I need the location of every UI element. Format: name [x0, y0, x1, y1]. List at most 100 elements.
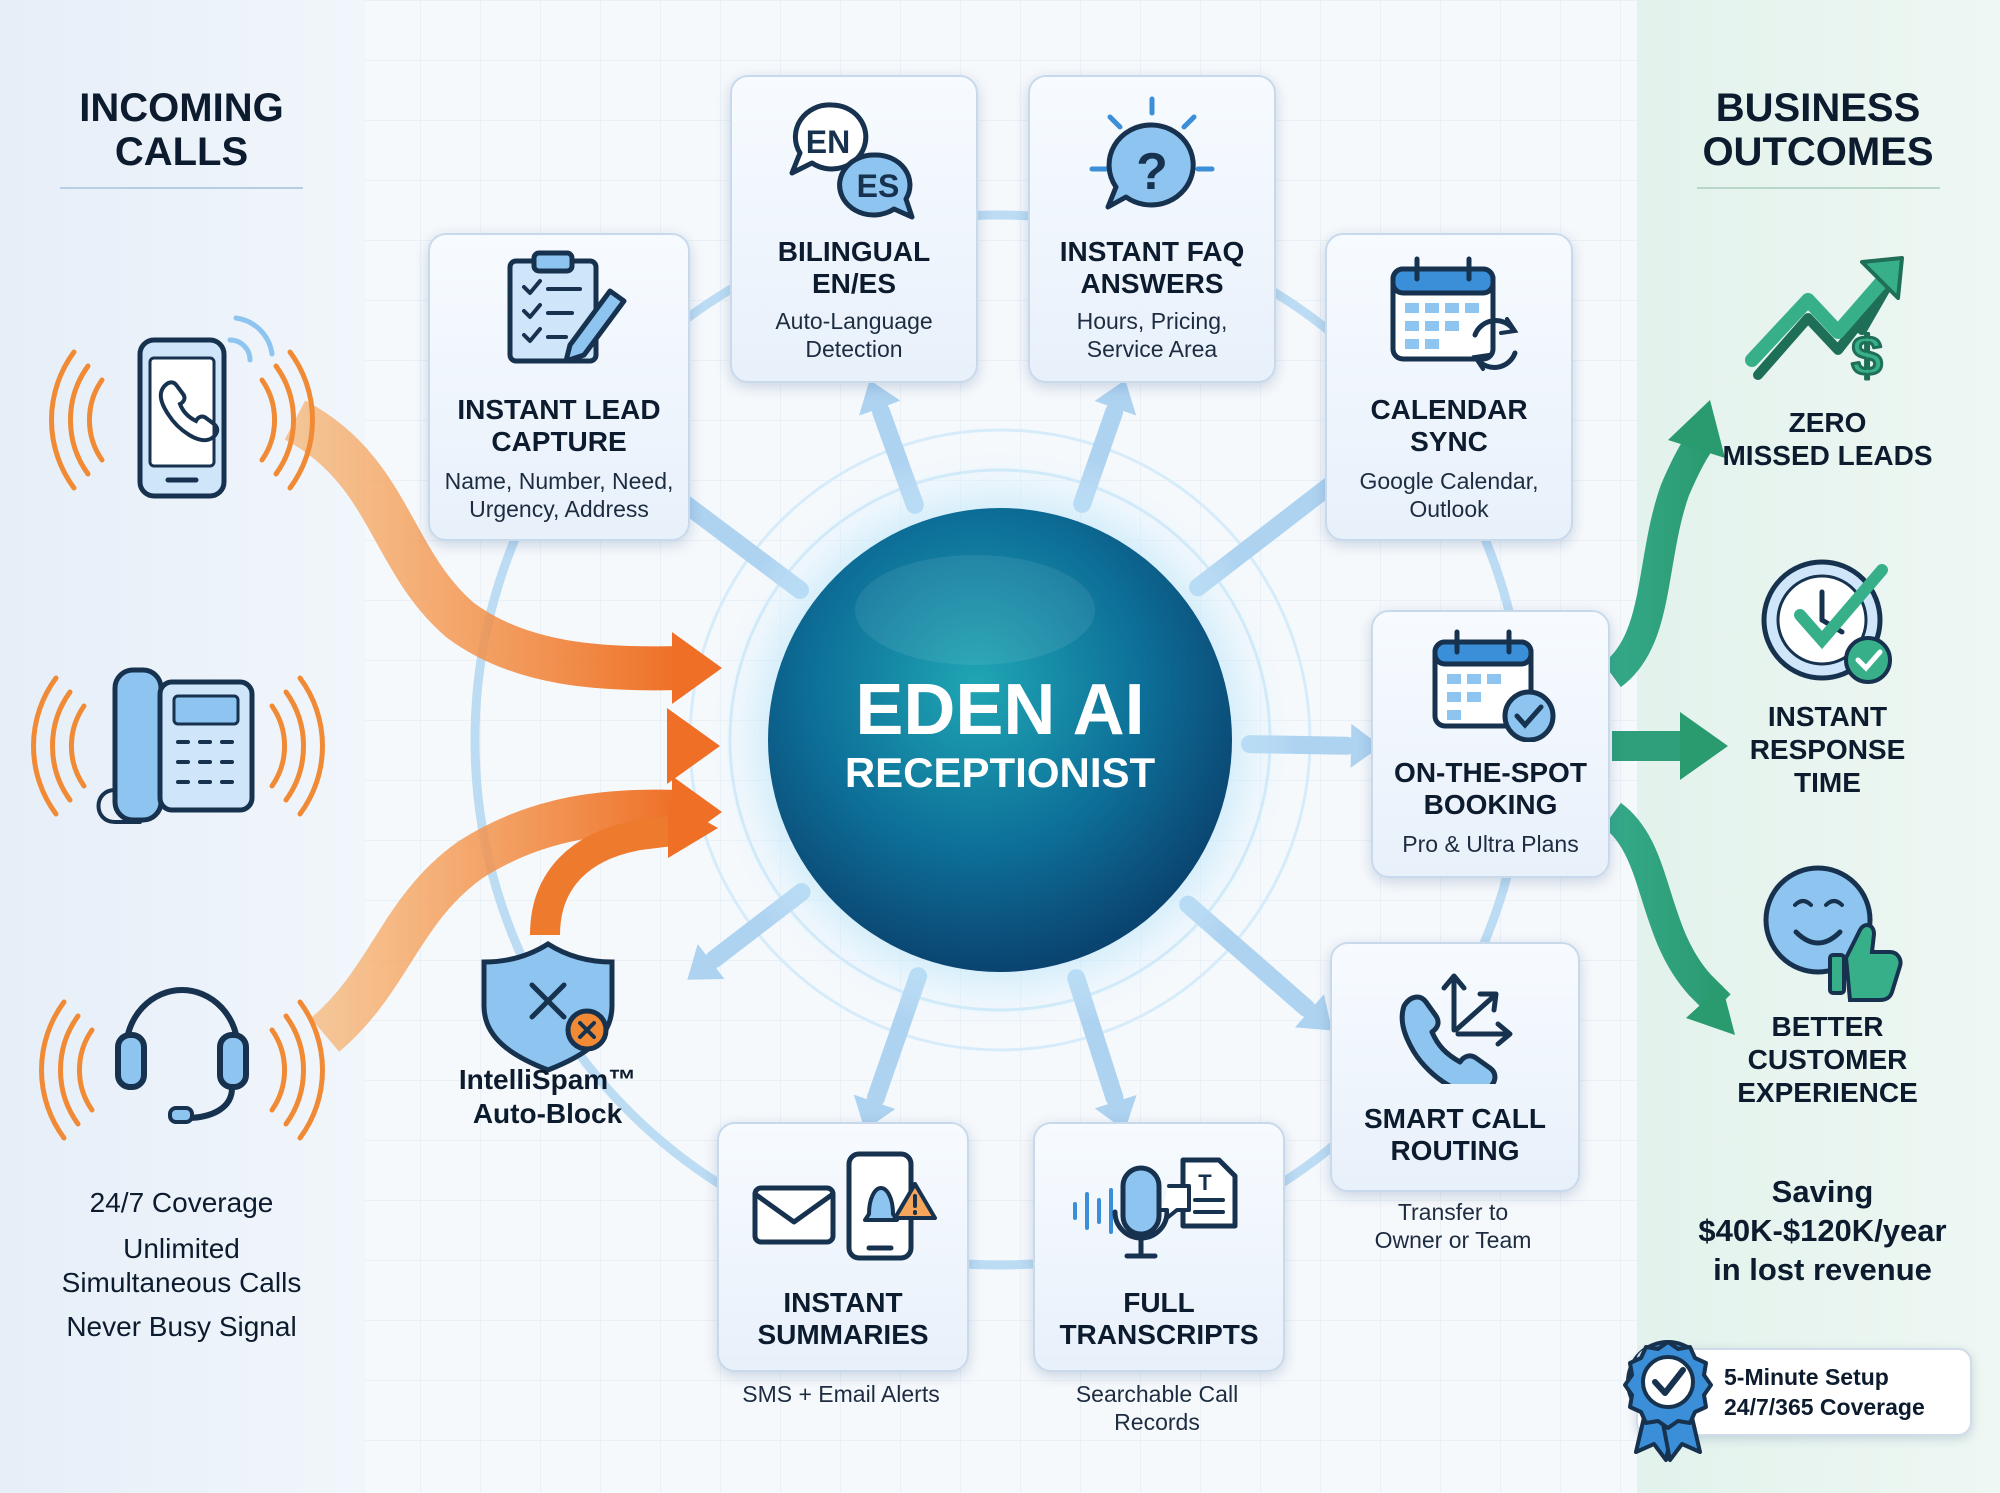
outcome-arrows	[1602, 400, 1735, 1035]
feature-title: SUMMARIES	[757, 1319, 929, 1350]
feature-subtitle: Records	[1114, 1409, 1200, 1435]
spoke-arrowhead	[859, 379, 901, 416]
feature-card-transcripts: T FULL TRANSCRIPTS	[1033, 1122, 1285, 1372]
feature-card-booking: ON-THE-SPOT BOOKING Pro & Ultra Plans	[1371, 610, 1610, 878]
spam-title-line1: IntelliSpam™	[458, 1064, 637, 1095]
outcome-zero-missed-leads: ZERO MISSED LEADS	[1690, 406, 1965, 472]
spam-label: IntelliSpam™ Auto-Block	[430, 1063, 665, 1131]
feature-title: INSTANT	[783, 1287, 903, 1318]
feature-subtitle: Searchable Call	[1075, 1381, 1239, 1407]
feature-subtitle: Service Area	[1086, 336, 1218, 362]
summaries-subtitle: SMS + Email Alerts	[717, 1380, 965, 1408]
outcome-line: TIME	[1794, 767, 1861, 798]
headset-icon	[39, 987, 325, 1141]
coverage-line: Unlimited	[123, 1233, 240, 1264]
trend-dollar-icon: $	[1745, 256, 1904, 389]
feature-title: SMART CALL	[1364, 1103, 1546, 1134]
incoming-title: INCOMING CALLS	[60, 86, 303, 174]
badge-line1: 5-Minute Setup	[1724, 1364, 1889, 1390]
hub-label: EDEN AI RECEPTIONIST	[770, 672, 1230, 812]
outcome-line: INSTANT	[1767, 701, 1888, 732]
incoming-title-line2: CALLS	[114, 130, 249, 174]
feature-title: EN/ES	[811, 268, 897, 299]
calendar-check-icon	[1432, 629, 1556, 742]
feature-subtitle: Transfer to	[1397, 1199, 1509, 1225]
feature-subtitle: Urgency, Address	[469, 496, 649, 522]
feature-subtitle: Name, Number, Need,	[444, 468, 674, 494]
feature-title: CALENDAR	[1370, 394, 1528, 425]
icon-text-question: ?	[1136, 143, 1168, 201]
badge-ribbon-overlay	[1623, 1340, 1713, 1462]
spoke-arrowhead	[1094, 1094, 1137, 1131]
hub-sphere	[768, 508, 1232, 972]
feature-title: ON-THE-SPOT	[1394, 757, 1587, 788]
spam-title-line2: Auto-Block	[472, 1098, 623, 1129]
language-bubbles-icon: EN ES	[789, 102, 915, 220]
phone-routing-icon	[1399, 973, 1513, 1084]
feature-title: SYNC	[1410, 426, 1488, 457]
feature-title: INSTANT FAQ	[1059, 236, 1245, 267]
smiley-thumbs-up-icon	[1763, 865, 1903, 1002]
routing-subtitle: Transfer to Owner or Team	[1330, 1198, 1576, 1254]
feature-title: FULL	[1123, 1287, 1195, 1318]
coverage-line: 24/7 Coverage	[89, 1187, 274, 1218]
outcome-line: MISSED LEADS	[1722, 440, 1933, 471]
feature-card-summaries: INSTANT SUMMARIES	[717, 1122, 969, 1372]
clock-check-icon	[1761, 559, 1892, 684]
incoming-arrows	[284, 400, 722, 1052]
feature-card-lead-capture: INSTANT LEAD CAPTURE Name, Number, Need,…	[428, 233, 690, 541]
incoming-title-line1: INCOMING	[79, 86, 284, 130]
outcome-line: BETTER	[1771, 1011, 1884, 1042]
shield-block-icon	[481, 941, 615, 1073]
feature-subtitle: Pro & Ultra Plans	[1402, 831, 1579, 857]
feature-card-calendar-sync: CALENDAR SYNC Google Calendar, Outlook	[1325, 233, 1573, 541]
feature-card-bilingual: EN ES BILINGUAL EN/ES Auto-Language Dete…	[730, 75, 978, 383]
calendar-sync-icon	[1390, 256, 1519, 371]
outcome-line: ZERO	[1788, 407, 1867, 438]
spoke-arrowhead	[687, 944, 725, 980]
svg-text:$: $	[1851, 324, 1882, 387]
feature-title: ANSWERS	[1080, 268, 1224, 299]
icon-text-en: EN	[806, 124, 850, 160]
saving-line: Saving	[1771, 1174, 1874, 1209]
hub-title: EDEN AI	[855, 670, 1145, 750]
email-phone-alert-icon	[752, 1151, 937, 1261]
feature-subtitle: Google Calendar,	[1359, 468, 1539, 494]
coverage-list: 24/7 Coverage Unlimited Simultaneous Cal…	[20, 1186, 343, 1344]
feature-card-faq: ? INSTANT FAQ ANSWERS Hours, Pricing, Se…	[1028, 75, 1276, 383]
feature-title: TRANSCRIPTS	[1059, 1319, 1259, 1350]
feature-subtitle: Detection	[805, 336, 903, 362]
feature-title: ROUTING	[1390, 1135, 1520, 1166]
outcome-instant-response: INSTANT RESPONSE TIME	[1690, 700, 1965, 799]
feature-title: INSTANT LEAD	[457, 394, 661, 425]
feature-subtitle: Hours, Pricing,	[1076, 308, 1228, 334]
feature-title: CAPTURE	[491, 426, 627, 457]
outcome-customer-experience: BETTER CUSTOMER EXPERIENCE	[1690, 1010, 1965, 1109]
badge-line2: 24/7/365 Coverage	[1724, 1394, 1925, 1420]
outcomes-title-line2: OUTCOMES	[1702, 130, 1934, 174]
spoke-arrowhead	[1094, 379, 1137, 416]
feature-card-routing: SMART CALL ROUTING	[1330, 942, 1580, 1192]
saving-line: $40K-$120K/year	[1698, 1213, 1947, 1248]
spoke-arrowhead	[853, 1094, 896, 1131]
feature-subtitle: Owner or Team	[1374, 1227, 1532, 1253]
feature-title: BOOKING	[1423, 789, 1558, 820]
outcomes-title: BUSINESS OUTCOMES	[1690, 86, 1946, 174]
question-bubble-icon: ?	[1089, 96, 1215, 210]
coverage-line: Simultaneous Calls	[61, 1267, 302, 1298]
outcome-line: RESPONSE	[1749, 734, 1906, 765]
hub-subtitle: RECEPTIONIST	[844, 749, 1156, 796]
coverage-line: Never Busy Signal	[66, 1311, 297, 1342]
icon-text-transcript: T	[1198, 1170, 1212, 1195]
outcome-line: CUSTOMER	[1747, 1044, 1908, 1075]
clipboard-checklist-icon	[507, 250, 627, 364]
transcripts-subtitle: Searchable Call Records	[1033, 1380, 1281, 1436]
icon-text-es: ES	[857, 168, 900, 204]
feature-subtitle: SMS + Email Alerts	[742, 1381, 940, 1407]
feature-title: BILINGUAL	[777, 236, 931, 267]
spoke-arrowhead	[1294, 994, 1333, 1031]
microphone-document-icon: T	[1073, 1157, 1238, 1259]
desk-phone-icon	[31, 667, 325, 824]
feature-subtitle: Auto-Language	[775, 308, 933, 334]
